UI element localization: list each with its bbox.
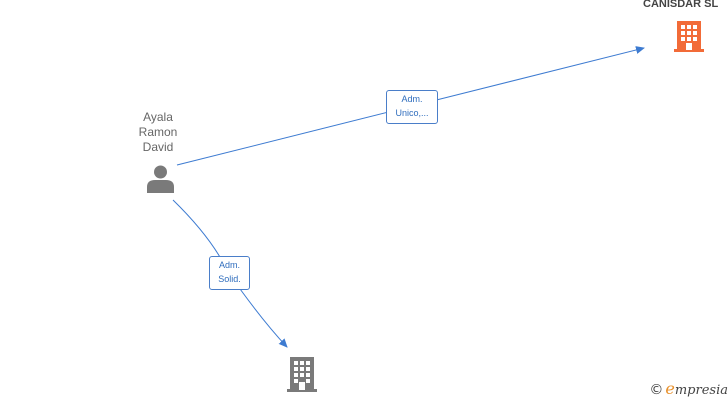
building-icon[interactable] xyxy=(673,20,705,52)
building-icon[interactable] xyxy=(286,356,318,392)
brand-name: mpresia xyxy=(674,383,728,398)
company-top-label: CANISDAR SL xyxy=(643,0,719,10)
empresia-watermark: ©empresia xyxy=(649,379,728,398)
person-name-label: Ayala Ramon David xyxy=(138,110,178,154)
edge-label-adm-solid[interactable]: Adm. Solid. xyxy=(209,256,250,290)
brand-initial: e xyxy=(665,379,675,398)
copyright-icon: © xyxy=(649,382,664,398)
edge-label-adm-unico[interactable]: Adm. Unico,... xyxy=(386,90,438,124)
person-icon[interactable] xyxy=(146,164,175,193)
